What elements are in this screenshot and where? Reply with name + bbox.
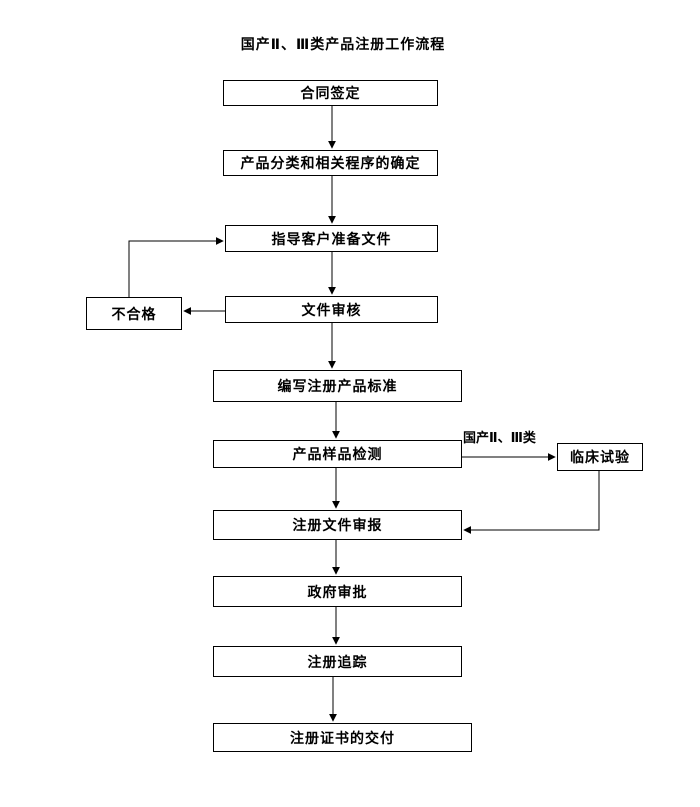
node-registration-submission-label: 注册文件审报	[292, 517, 383, 533]
node-product-sample-testing-label: 产品样品检测	[292, 446, 383, 462]
node-guide-customer-documents: 指导客户准备文件	[225, 225, 438, 252]
node-document-review-label: 文件审核	[301, 301, 362, 318]
node-contract-signing-label: 合同签定	[300, 85, 361, 101]
node-unqualified-label: 不合格	[111, 305, 157, 322]
node-product-sample-testing: 产品样品检测	[213, 440, 462, 468]
node-guide-customer-documents-label: 指导客户准备文件	[271, 230, 392, 247]
node-product-classification-label: 产品分类和相关程序的确定	[240, 155, 421, 171]
node-write-product-standard-label: 编写注册产品标准	[277, 378, 398, 394]
node-registration-tracking: 注册追踪	[213, 646, 462, 677]
node-registration-tracking-label: 注册追踪	[307, 653, 368, 670]
node-contract-signing: 合同签定	[223, 80, 438, 106]
node-product-classification: 产品分类和相关程序的确定	[223, 150, 438, 176]
edge-unqualified-to-guide	[128, 237, 224, 297]
node-document-review: 文件审核	[225, 296, 438, 323]
branch-label-domestic-class: 国产Ⅱ、Ⅲ类	[463, 430, 536, 445]
flowchart-title: 国产Ⅱ、Ⅲ类产品注册工作流程	[240, 36, 446, 52]
node-registration-submission: 注册文件审报	[213, 510, 462, 540]
node-write-product-standard: 编写注册产品标准	[213, 370, 462, 402]
node-certificate-delivery: 注册证书的交付	[213, 723, 472, 752]
node-clinical-trial-label: 临床试验	[570, 449, 630, 465]
edge-clinical-to-submission	[463, 471, 600, 534]
node-government-approval: 政府审批	[213, 576, 462, 607]
node-certificate-delivery-label: 注册证书的交付	[290, 729, 395, 746]
node-clinical-trial: 临床试验	[557, 443, 643, 471]
node-government-approval-label: 政府审批	[307, 583, 368, 600]
node-unqualified: 不合格	[86, 297, 182, 330]
